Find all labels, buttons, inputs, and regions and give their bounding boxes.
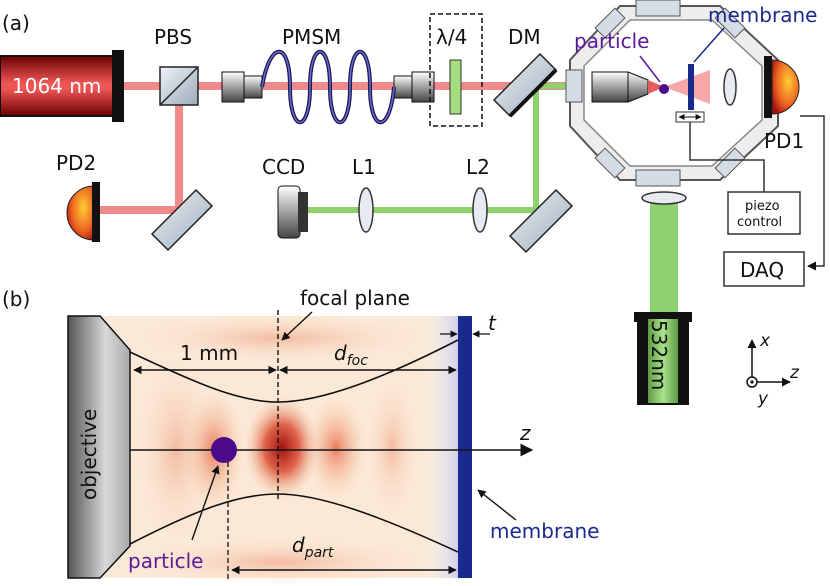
lens-l1: L1 [352, 155, 376, 233]
particle-label-a: particle [574, 29, 649, 53]
dichroic-mirror: DM [492, 25, 558, 118]
d-foc-main: d [334, 341, 347, 365]
t-label: t [488, 311, 497, 335]
axis-x-label: x [759, 331, 771, 351]
pd1-label: PD1 [764, 129, 804, 153]
panel-a-tag: (a) [2, 11, 30, 35]
membrane-small [688, 64, 694, 110]
focal-plane-label: focal plane [300, 286, 410, 310]
laser-532-label: 532nm [647, 320, 671, 390]
panel-b-tag: (b) [2, 287, 30, 311]
panel-b: (b) objective z focal plane t 1 mm [2, 286, 599, 586]
objective-small [591, 71, 649, 103]
pmsm-label: PMSM [282, 25, 341, 49]
daq-label: DAQ [740, 258, 784, 282]
daq-wire [800, 115, 825, 271]
objective-large [67, 315, 131, 579]
membrane-pointer-a [693, 27, 725, 63]
laser-1064: 1064 nm [0, 50, 124, 122]
mirror-pd2 [150, 188, 214, 252]
l2-label: L2 [466, 155, 490, 179]
particle-label-b: particle [128, 549, 203, 573]
d-part-label: dpart [292, 533, 334, 561]
photodiode-pd2: PD2 [56, 151, 100, 242]
particle-pointer-b [191, 465, 220, 541]
pd2-label: PD2 [56, 151, 96, 175]
collection-lens [723, 68, 737, 106]
fringe-right [306, 398, 366, 498]
scale-1mm-label: 1 mm [180, 341, 238, 365]
diverging-beam [664, 70, 710, 104]
panel-a: (a) 1064 nm PBS [0, 0, 825, 409]
green-lens [641, 191, 687, 205]
d-part-main: d [292, 533, 305, 557]
particle-pointer-a [639, 55, 661, 83]
laser-1064-label: 1064 nm [12, 74, 101, 98]
objective-label: objective [77, 409, 101, 500]
axis-y-label: y [757, 389, 769, 409]
focused-beam [648, 80, 664, 94]
fringe-top [130, 314, 430, 362]
membrane-label-a: membrane [708, 3, 817, 27]
membrane-glow [420, 316, 460, 578]
daq-box: DAQ [723, 251, 805, 287]
fringe-far-right [366, 378, 418, 518]
focus-hotspot [244, 396, 320, 500]
laser-532: 532nm [634, 312, 692, 405]
membrane-pointer-b [477, 489, 517, 521]
piezo-label-1: piezo [745, 199, 780, 214]
lens-l2: L2 [466, 155, 490, 233]
mirror-ccd [508, 188, 574, 254]
d-part-sub: part [304, 545, 334, 561]
piezo-label-2: control [737, 215, 782, 230]
coordinate-axes: x z y [746, 331, 800, 409]
trapped-particle [659, 84, 669, 94]
vacuum-chamber [565, 0, 783, 187]
dm-label: DM [508, 25, 541, 49]
axis-z-label: z [789, 363, 800, 383]
pbs-cube: PBS [154, 25, 199, 106]
focal-plane-pointer [281, 311, 313, 341]
d-foc-label: dfoc [334, 341, 368, 369]
piezo-wire [689, 122, 765, 192]
membrane-large [458, 316, 472, 578]
d-foc-sub: foc [347, 353, 368, 369]
ccd-label: CCD [262, 155, 305, 179]
ccd-camera: CCD [262, 155, 308, 239]
quarter-waveplate: λ/4 [429, 13, 483, 127]
pmsm-fiber: PMSM [221, 25, 435, 124]
membrane-label-b: membrane [490, 519, 599, 543]
particle-large [211, 437, 237, 463]
pbs-label: PBS [154, 25, 192, 49]
l1-label: L1 [352, 155, 376, 179]
z-axis-label: z [519, 421, 531, 445]
piezo-control-box: piezo control [727, 191, 801, 235]
photodiode-pd1: PD1 [764, 56, 804, 153]
green-beam-column [650, 195, 678, 313]
waveplate-label: λ/4 [436, 25, 467, 49]
